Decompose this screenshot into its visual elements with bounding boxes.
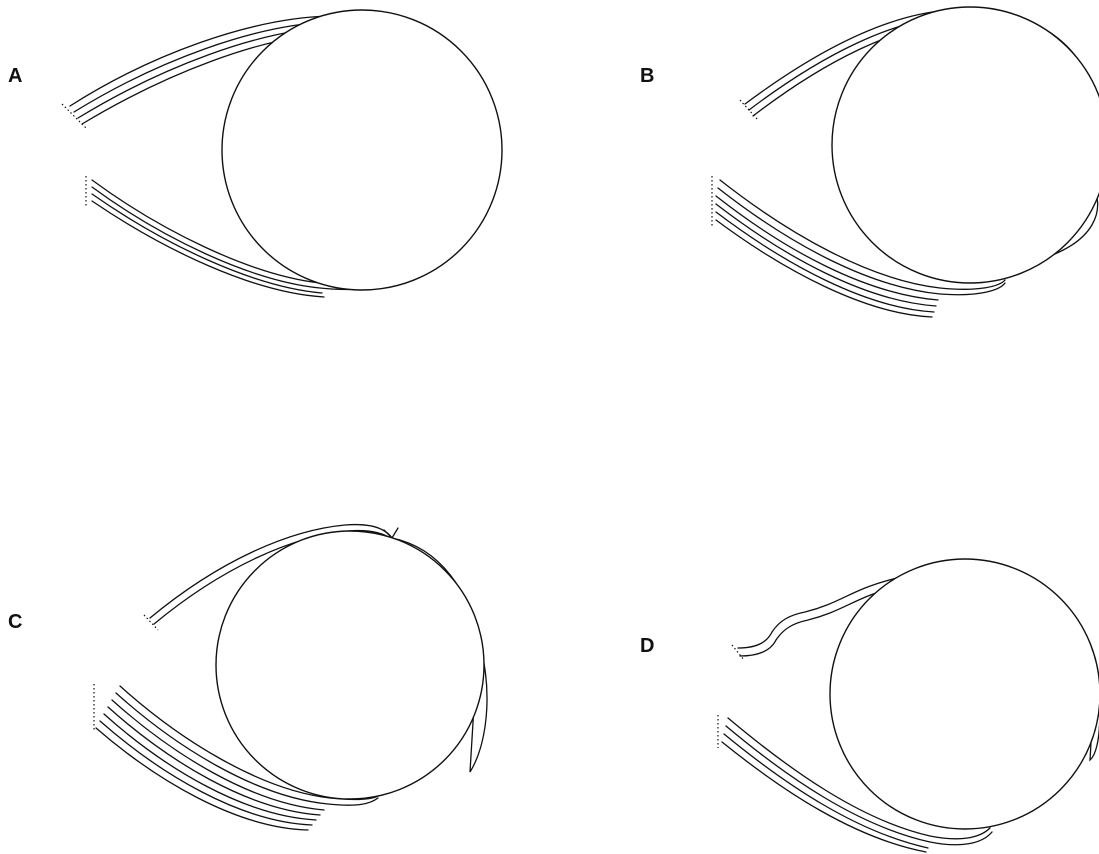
eyeball-c (216, 531, 484, 799)
panel-c: C (8, 525, 487, 830)
panel-d: D (640, 559, 1099, 852)
eyeball-a (222, 10, 502, 290)
panel-b: B (640, 7, 1099, 317)
panel-label-b: B (640, 65, 654, 87)
panel-label-c: C (8, 611, 22, 633)
eyeball-b (832, 7, 1099, 283)
panel-label-d: D (640, 635, 654, 657)
panel-label-a: A (8, 65, 22, 87)
panel-a: A (8, 10, 502, 297)
eyeball-d (830, 559, 1099, 829)
